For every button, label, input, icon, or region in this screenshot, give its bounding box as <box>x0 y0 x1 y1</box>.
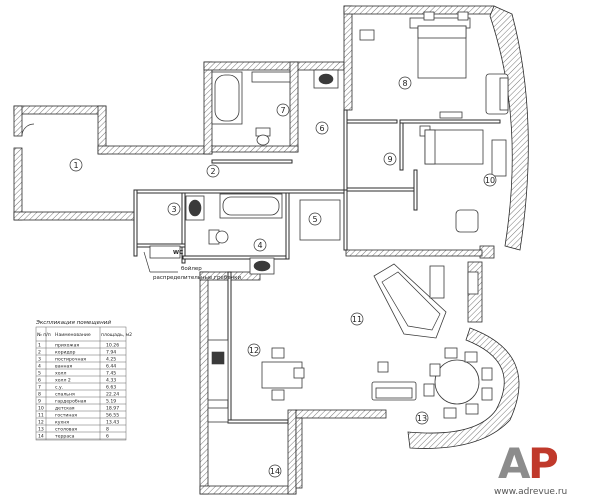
room-number: 11 <box>352 315 362 324</box>
legend-row-no: 3 <box>38 356 41 362</box>
ap-logo: A P <box>498 439 559 488</box>
terrace-outline <box>295 417 303 489</box>
legend-row-area: 7.45 <box>106 370 116 376</box>
legend-row-name: постирочная <box>55 357 86 362</box>
room-number: 3 <box>171 205 176 214</box>
legend-row-no: 4 <box>38 363 41 369</box>
legend-row-area: 22.24 <box>106 391 119 397</box>
bath-fixtures <box>211 69 339 146</box>
legend-row-area: 13.43 <box>106 419 119 425</box>
logo-letter-a: A <box>498 439 531 488</box>
outer-walls <box>13 5 529 495</box>
legend-row-no: 6 <box>38 377 41 383</box>
room-markers: 1 2 3 4 5 6 7 8 9 10 11 12 13 14 <box>69 76 497 478</box>
dining-bay <box>407 327 520 449</box>
living-room-furniture <box>371 263 479 401</box>
bedroom-furniture <box>359 11 509 137</box>
legend-row-name: гостиная <box>55 413 77 418</box>
boiler-note-line1: бойлер <box>181 265 202 272</box>
boiler-note-line2: распределительные гребенки <box>153 275 242 281</box>
legend-row-name: кухня <box>55 420 69 425</box>
interior-walls <box>133 109 501 424</box>
legend-row-name: терраса <box>55 434 75 439</box>
door-swing <box>21 123 35 137</box>
legend-header-name: Наименование <box>55 332 91 338</box>
legend-row-no: 12 <box>38 419 44 425</box>
legend-header-area: площадь, м2 <box>101 332 132 338</box>
room-number: 2 <box>210 167 215 176</box>
room-number: 8 <box>402 79 407 88</box>
legend-row-no: 2 <box>38 349 41 355</box>
legend-row-no: 11 <box>38 412 44 418</box>
room-number: 5 <box>312 215 317 224</box>
room-number: 12 <box>249 346 259 355</box>
legend-row-name: прихожая <box>55 343 79 348</box>
legend-row-name: холл 2 <box>55 377 71 383</box>
legend-row-area: 4.25 <box>106 356 116 362</box>
legend-row-no: 8 <box>38 391 41 397</box>
legend-row-area: 6.44 <box>106 363 116 369</box>
room-number: 6 <box>319 124 324 133</box>
legend-row-no: 10 <box>38 405 44 411</box>
legend-row-name: ванная <box>55 364 72 369</box>
legend-row-no: 7 <box>38 384 41 390</box>
legend-row-no: 14 <box>38 433 44 439</box>
legend-row-no: 9 <box>38 398 41 404</box>
room-number: 4 <box>257 241 262 250</box>
legend-row-name: коридор <box>55 350 75 355</box>
legend-rows: 1 прихожая 10.26 2 коридор 7.94 3 постирочная 4.… <box>36 342 126 439</box>
room-number: 9 <box>387 155 392 164</box>
legend-row-area: 6 <box>106 433 109 439</box>
room-number: 1 <box>73 161 78 170</box>
legend-row-name: гардеробная <box>55 398 87 404</box>
kitchen-furniture <box>207 339 305 423</box>
bath4-fixtures <box>149 193 283 275</box>
logo-letter-p: P <box>528 439 559 488</box>
wc-label: WC <box>173 250 183 256</box>
legend-row-area: 10.26 <box>106 342 119 348</box>
legend-row-area: 8 <box>106 426 109 432</box>
room-number: 10 <box>485 176 495 185</box>
legend-row-name: детская <box>55 406 75 411</box>
legend-table: Экспликация помещений № п/п Наименование… <box>35 320 132 441</box>
hall-rug <box>299 199 341 241</box>
legend-row-area: 4.33 <box>106 377 116 383</box>
legend-row-name: столовая <box>55 427 77 432</box>
legend-row-area: 5.19 <box>106 398 116 404</box>
legend-row-area: 7.94 <box>106 349 116 355</box>
legend-title: Экспликация помещений <box>35 320 111 326</box>
room-number: 14 <box>270 467 280 476</box>
legend-row-no: 1 <box>38 342 41 348</box>
room-number: 7 <box>280 106 285 115</box>
room-number: 13 <box>417 414 427 423</box>
legend-row-no: 13 <box>38 426 44 432</box>
legend-row-area: 6.63 <box>106 384 116 390</box>
legend-row-area: 18.97 <box>106 405 119 411</box>
boiler-note: бойлер распределительные гребенки <box>143 251 242 281</box>
legend-row-name: спальня <box>55 392 75 397</box>
watermark: www.adrevue.ru <box>494 487 567 497</box>
legend-row-area: 56.55 <box>106 412 119 418</box>
legend-header-no: № п/п <box>37 332 51 338</box>
legend-row-no: 5 <box>38 370 41 376</box>
legend-row-name: с.у. <box>55 385 63 390</box>
kids-room-furniture <box>424 129 507 233</box>
legend-row-name: холл <box>55 371 66 376</box>
